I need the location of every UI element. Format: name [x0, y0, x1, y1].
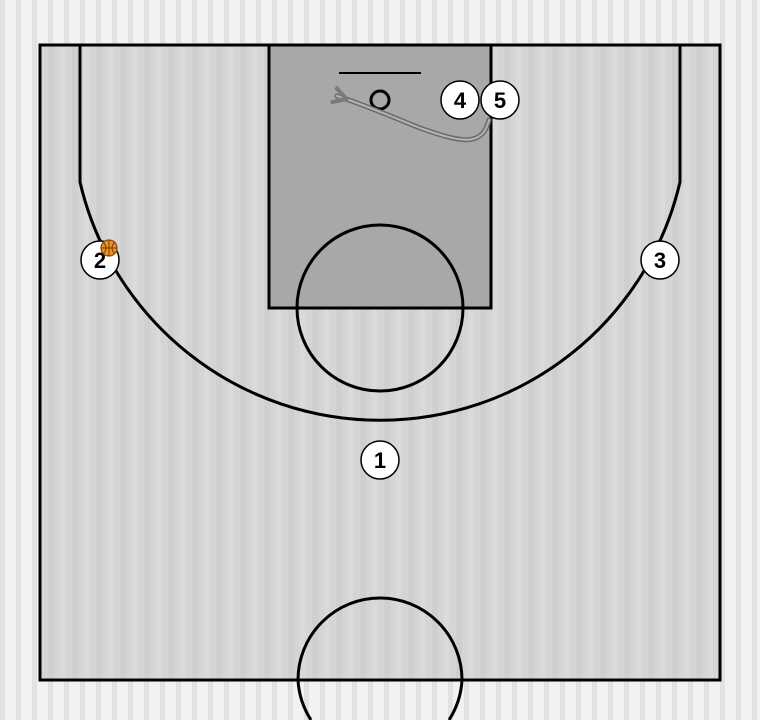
center-circle-bottom-right — [447, 679, 464, 720]
center-circle-bottom-left — [296, 679, 313, 720]
player-2-label: 2 — [94, 248, 106, 273]
player-4-marker — [440, 80, 480, 120]
free-throw-circle — [295, 223, 465, 393]
player-5: 5 — [480, 80, 520, 120]
court-boundary — [38, 43, 722, 682]
cut-arrow — [337, 96, 490, 141]
player-5-label: 5 — [494, 88, 506, 113]
player-3-label: 3 — [654, 248, 666, 273]
player-4: 4 — [440, 80, 480, 120]
three-point-line — [78, 45, 682, 422]
player-1-label: 1 — [374, 448, 386, 473]
player-1-marker — [360, 440, 400, 480]
player-4-label: 4 — [454, 88, 467, 113]
basketball-icon — [100, 239, 118, 257]
player-5-marker — [480, 80, 520, 120]
center-circle-top — [296, 596, 464, 681]
player-3: 3 — [640, 240, 680, 280]
rim — [369, 89, 391, 111]
player-3-marker — [640, 240, 680, 280]
player-1: 1 — [360, 440, 400, 480]
